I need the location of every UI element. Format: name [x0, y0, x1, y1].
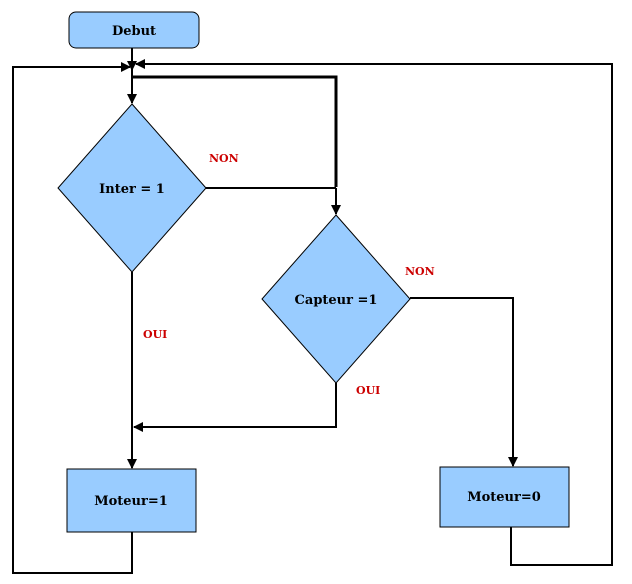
- label-inter-no: NON: [209, 152, 239, 165]
- process-motor-on-label: Moteur=1: [94, 494, 168, 509]
- connector-motor-on-loop-back: [12, 62, 133, 574]
- process-motor-off-label: Moteur=0: [467, 490, 541, 505]
- decision-capteur-label: Capteur =1: [295, 293, 378, 308]
- process-motor-off: Moteur=0: [439, 466, 570, 528]
- decision-inter: Inter = 1: [57, 103, 207, 273]
- start-box: [68, 11, 200, 49]
- label-inter-yes: OUI: [143, 328, 167, 341]
- label-capteur-yes: OUI: [356, 384, 380, 397]
- process-motor-on: Moteur=1: [66, 468, 197, 533]
- start-node: Debut: [68, 11, 200, 49]
- start-label: Debut: [112, 24, 156, 39]
- decision-inter-label: Inter = 1: [99, 182, 165, 197]
- connector-motor-off-loop-back: [135, 59, 613, 566]
- process-motor-on-box: [66, 468, 197, 533]
- label-capteur-no: NON: [405, 265, 435, 278]
- decision-capteur: Capteur =1: [261, 214, 411, 384]
- process-motor-off-box: [439, 466, 570, 528]
- connector-capteur-no: [410, 297, 518, 467]
- connector-capteur-yes: [133, 383, 337, 432]
- connector-junction-to-capteur: [132, 75, 338, 187]
